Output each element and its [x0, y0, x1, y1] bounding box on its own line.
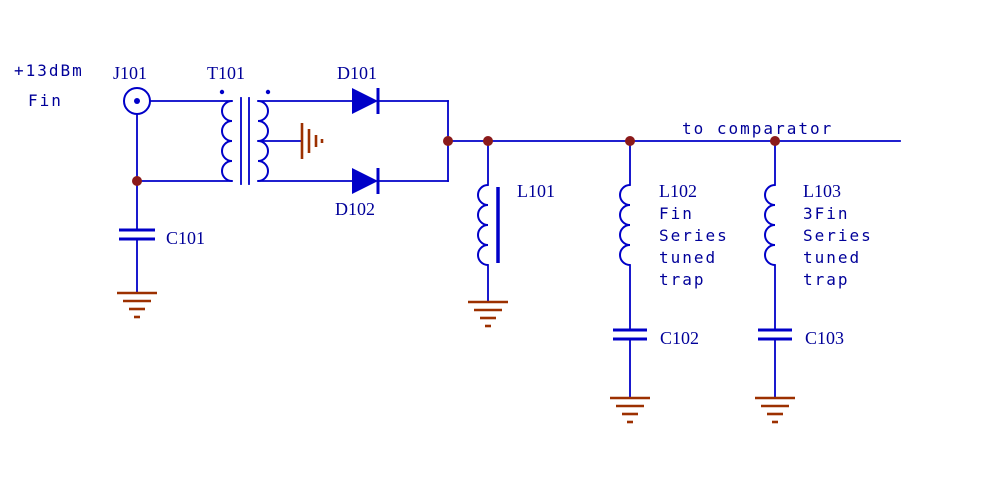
l103-desc-line-2: Series: [803, 226, 873, 245]
l102-desc-line-1: Fin: [659, 204, 694, 223]
l102-desc-line-4: trap: [659, 270, 706, 289]
capacitor-c103: [758, 328, 792, 341]
ref-c103: C103: [805, 328, 844, 348]
input-signal-label: Fin: [28, 91, 63, 110]
inductor-coil: [764, 184, 776, 266]
l103-desc-line-4: trap: [803, 270, 850, 289]
capacitor-c101: [119, 228, 155, 241]
junction-dot: [483, 136, 493, 146]
l102-desc-line-2: Series: [659, 226, 729, 245]
l103-desc-line-3: tuned: [803, 248, 861, 267]
connector-center-pin: [134, 98, 140, 104]
ground-c101: [117, 291, 157, 319]
ref-l102: L102: [659, 181, 697, 201]
output-label: to comparator: [682, 119, 833, 138]
junction-dot: [443, 136, 453, 146]
diode-d102: [352, 168, 380, 194]
ref-c101: C101: [166, 228, 205, 248]
l102-desc-line-3: tuned: [659, 248, 717, 267]
wires: [136, 100, 901, 399]
ref-c102: C102: [660, 328, 699, 348]
inductor-coil: [619, 184, 631, 266]
inductor-l102: [619, 184, 631, 266]
secondary-winding: [257, 100, 269, 182]
inductor-l103: [764, 184, 776, 266]
connector-ring: [123, 87, 151, 115]
ground-c103: [755, 396, 795, 424]
labels: +13dBm Fin to comparator J101 T101 D101 …: [14, 61, 873, 348]
ref-l101: L101: [517, 181, 555, 201]
junction-dots: [132, 136, 780, 186]
diode-triangle: [352, 168, 378, 194]
ground-center-tap: [300, 123, 324, 159]
transformer-t101: [219, 89, 271, 185]
primary-winding: [221, 100, 233, 182]
junction-dot: [132, 176, 142, 186]
diode-d101: [352, 88, 380, 114]
connector-j101: [123, 87, 151, 115]
junction-dot: [770, 136, 780, 146]
ref-t101: T101: [207, 63, 245, 83]
ref-l103: L103: [803, 181, 841, 201]
phase-dot-secondary: [265, 89, 271, 95]
ground-l101: [468, 300, 508, 328]
ref-d101: D101: [337, 63, 377, 83]
junction-dot: [625, 136, 635, 146]
ground-c102: [610, 396, 650, 424]
ref-d102: D102: [335, 199, 375, 219]
input-power-label: +13dBm: [14, 61, 84, 80]
ref-j101: J101: [113, 63, 147, 83]
inductor-coil: [477, 184, 489, 266]
diode-triangle: [352, 88, 378, 114]
inductor-l101: [477, 184, 500, 266]
l103-desc-line-1: 3Fin: [803, 204, 850, 223]
capacitor-c102: [613, 328, 647, 341]
phase-dot-primary: [219, 89, 225, 95]
